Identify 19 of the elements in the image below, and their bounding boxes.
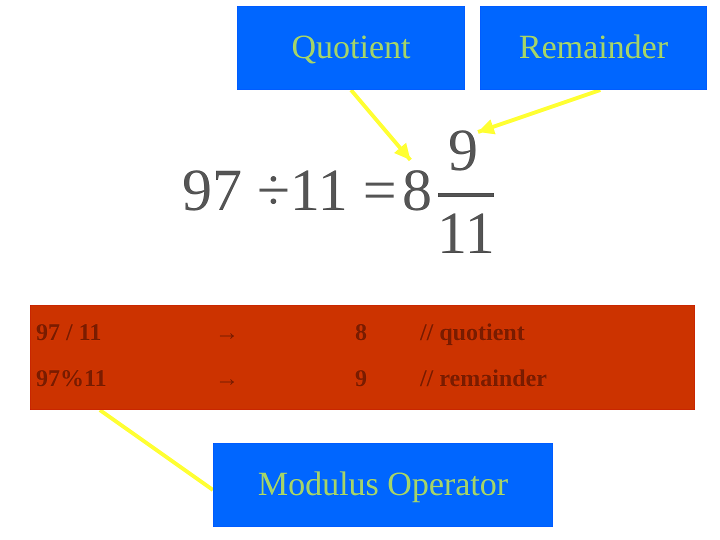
code-text: // quotient: [420, 319, 525, 348]
denominator: 11: [437, 203, 495, 263]
leader-arrow: [349, 88, 412, 162]
leader-arrow: [477, 88, 601, 134]
leader-line: [98, 408, 214, 492]
code-text: →: [215, 365, 239, 394]
equation-text: 97 ÷11 =: [182, 160, 397, 220]
callout-box: Modulus Operator: [213, 443, 553, 527]
code-text: 9: [355, 365, 367, 394]
code-text: 8: [355, 319, 367, 348]
quotient-digit: 8: [402, 160, 432, 220]
numerator: 9: [448, 120, 478, 180]
code-panel: [30, 305, 695, 410]
callout-box: Quotient: [237, 6, 465, 90]
code-text: 97 / 11: [36, 319, 102, 348]
code-text: // remainder: [420, 365, 547, 394]
code-text: 97%11: [36, 365, 107, 394]
callout-box: Remainder: [480, 6, 707, 90]
code-text: →: [215, 319, 239, 348]
